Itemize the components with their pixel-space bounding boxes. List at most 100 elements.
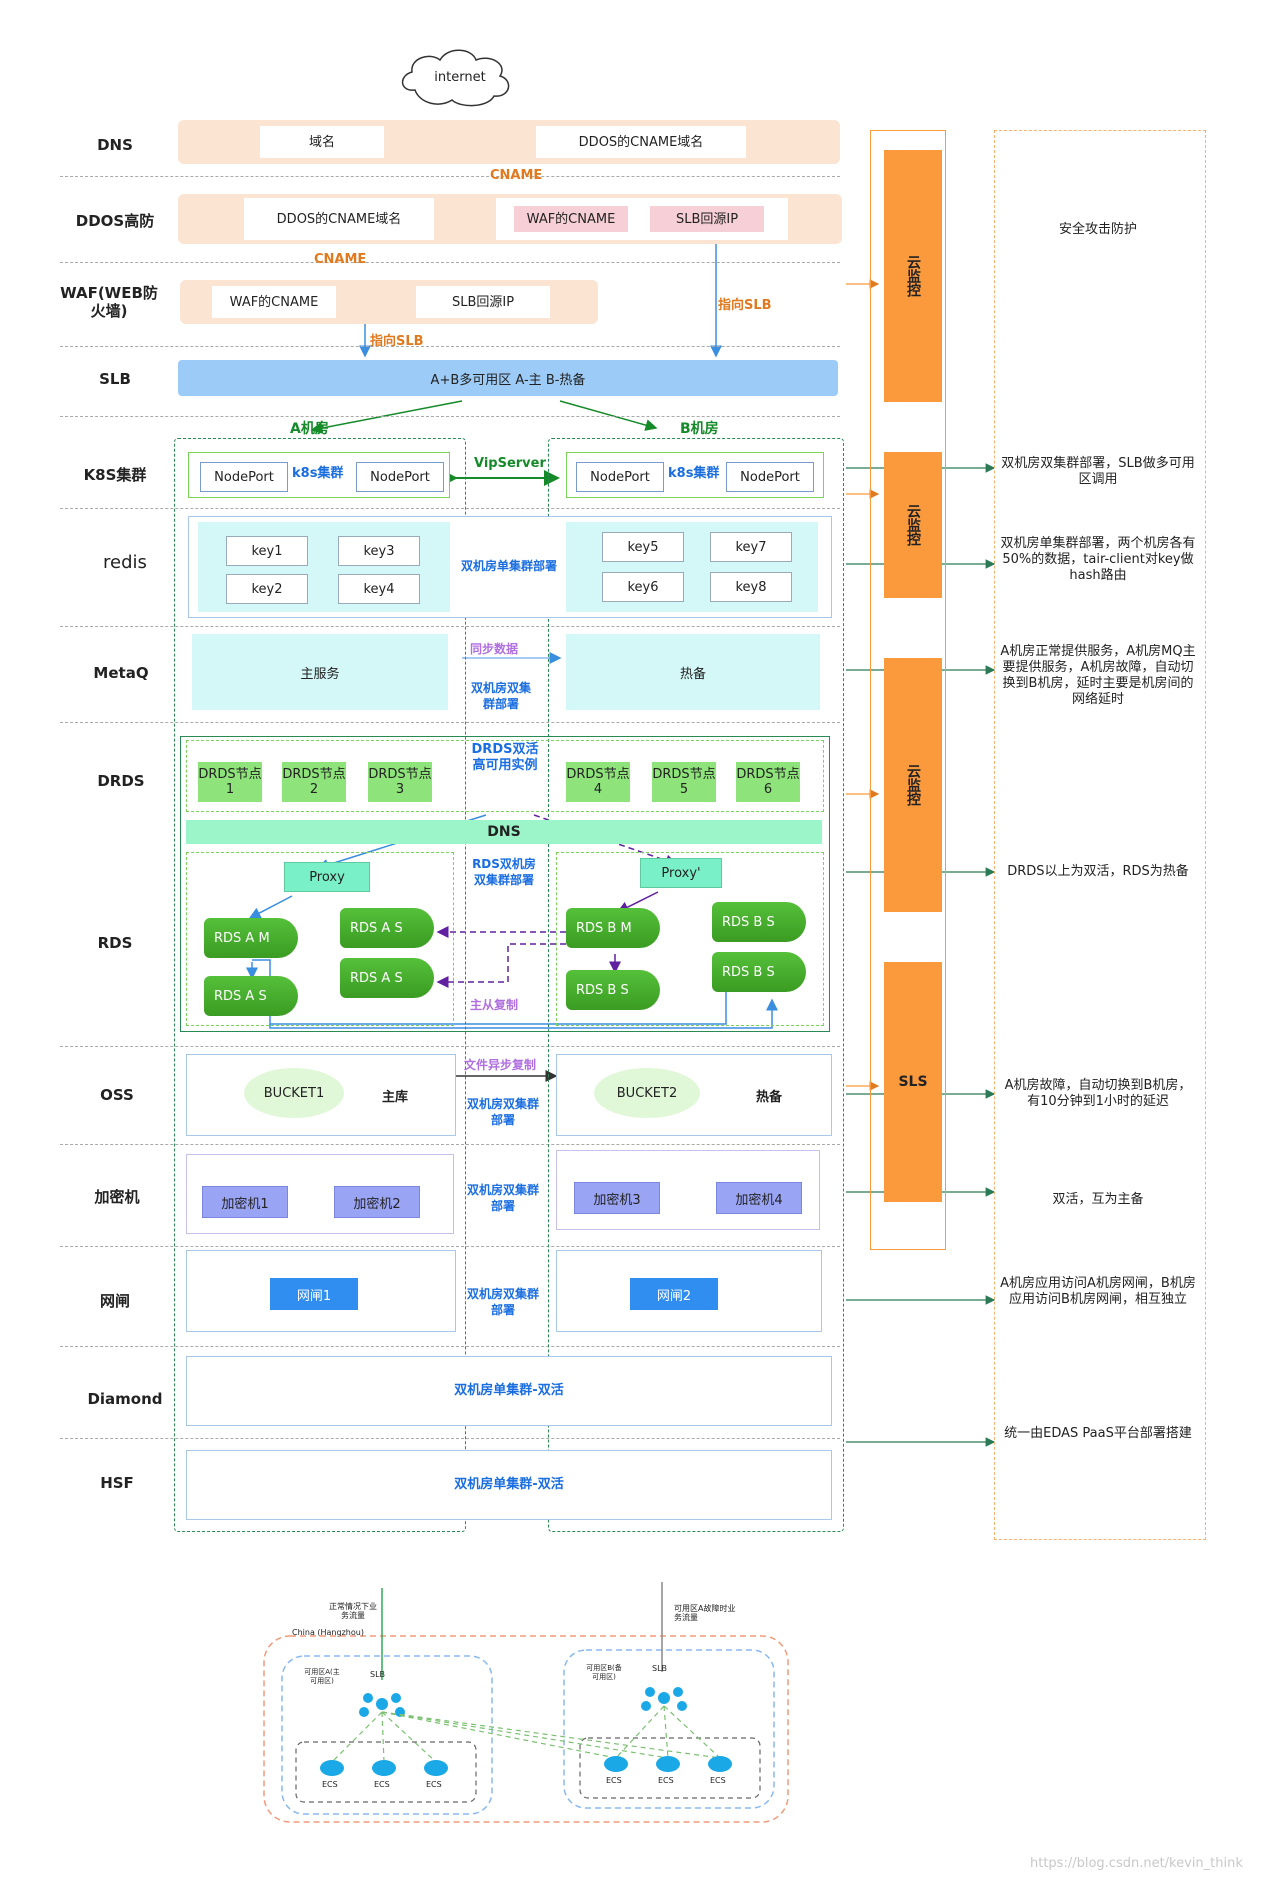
note-edas: 统一由EDAS PaaS平台部署搭建: [1004, 1426, 1192, 1441]
metaq-standby-label: 热备: [679, 666, 706, 682]
gateway-1: 网闸1: [270, 1278, 358, 1310]
redis-key: key6: [602, 572, 684, 602]
k8s-label-a: k8s集群: [292, 466, 344, 481]
bucket-2: BUCKET2: [594, 1068, 700, 1118]
note-drds: DRDS以上为双活，RDS为热备: [1007, 864, 1189, 879]
room-a-label: A机房: [290, 421, 329, 437]
redis-key: key4: [338, 574, 420, 604]
encryptor: 加密机4: [716, 1182, 802, 1214]
rds-group-b: [556, 852, 824, 1026]
separator: [60, 346, 840, 347]
normal-traffic-label: 正常情况下业务流量: [329, 1602, 377, 1620]
ecs-label: ECS: [322, 1780, 338, 1789]
drds-node: DRDS节点4: [566, 762, 630, 802]
row-label-hsf: HSF: [100, 1474, 134, 1492]
ecs-label: ECS: [606, 1776, 622, 1785]
cluster-room-a: [174, 438, 466, 1532]
cloud-monitor-1: 云监控: [884, 150, 942, 402]
jmj-box-b: [556, 1150, 820, 1230]
separator: [60, 1438, 840, 1439]
drds-title: DRDS双活高可用实例: [471, 742, 539, 773]
drds-node: DRDS节点3: [368, 762, 432, 802]
separator: [60, 416, 840, 417]
drds-node: DRDS节点6: [736, 762, 800, 802]
separator: [60, 176, 840, 177]
point-slb-label-2: 指向SLB: [370, 334, 424, 349]
rds-a-master: RDS A M: [204, 918, 298, 958]
ecs-label: ECS: [658, 1776, 674, 1785]
waf-cname-box: WAF的CNAME: [212, 286, 336, 318]
metaq-deploy-label: 双机房双集群部署: [470, 681, 531, 711]
cluster-room-b: [548, 438, 844, 1532]
ddos-slb-ip: SLB回源IP: [650, 206, 764, 232]
separator: [60, 1046, 840, 1047]
row-label-dns: DNS: [97, 136, 133, 154]
hsf-box: 双机房单集群-双活: [186, 1450, 832, 1520]
separator: [60, 1246, 840, 1247]
separator: [60, 508, 840, 509]
cloud-monitor-label: 云监控: [905, 764, 921, 806]
slb-icon-label: SLB: [370, 1670, 386, 1679]
ecs-label: ECS: [710, 1776, 726, 1785]
rds-a-slave: RDS A S: [340, 958, 434, 998]
diamond-label: 双机房单集群-双活: [454, 1383, 564, 1398]
row-label-waf: WAF(WEB防火墙): [60, 284, 158, 320]
notes-column: [994, 130, 1206, 1540]
rds-group-a: [186, 852, 454, 1026]
oss-hot-label: 热备: [756, 1090, 783, 1105]
separator: [60, 1346, 840, 1347]
point-slb-label: 指向SLB: [718, 298, 772, 313]
slb-bar: A+B多可用区 A-主 B-热备: [178, 360, 838, 396]
separator: [60, 722, 840, 723]
nodeport-a2: NodePort: [356, 462, 444, 492]
row-label-wz: 网闸: [99, 1292, 130, 1310]
row-label-rds: RDS: [97, 934, 133, 952]
sls-monitor: SLS: [884, 962, 942, 1202]
metaq-main-label: 主服务: [300, 666, 340, 682]
bucket-1: BUCKET1: [244, 1068, 344, 1118]
wz-deploy-label: 双机房双集群部署: [466, 1287, 539, 1317]
redis-key: key8: [710, 572, 792, 602]
note-redis: 双机房单集群部署，两个机房各有50%的数据，tair-client对key做ha…: [1000, 536, 1196, 583]
ecs-label: ECS: [374, 1780, 390, 1789]
redis-key: key3: [338, 536, 420, 566]
failover-traffic-label: 可用区A故障时业务流量: [674, 1604, 736, 1622]
slb-icon-label: SLB: [652, 1664, 668, 1673]
cname-label-2: CNAME: [314, 252, 367, 267]
rds-b-slave: RDS B S: [712, 952, 806, 992]
proxy-b: Proxy': [640, 858, 722, 888]
cloud-monitor-label: 云监控: [905, 504, 921, 546]
zone-b-label: 可用区B(备可用区): [586, 1664, 622, 1681]
row-label-diamond: Diamond: [87, 1390, 163, 1408]
encryptor: 加密机3: [574, 1182, 660, 1214]
jmj-deploy-label: 双机房双集群部署: [466, 1183, 539, 1213]
room-b-label: B机房: [680, 421, 719, 437]
zone-a-label: 可用区A(主可用区): [304, 1668, 340, 1685]
separator: [60, 262, 840, 263]
vipserver-label: VipServer: [474, 456, 546, 471]
row-label-oss: OSS: [100, 1086, 134, 1104]
separator: [60, 626, 840, 627]
k8s-label-b: k8s集群: [668, 466, 720, 481]
separator: [60, 1144, 840, 1145]
note-jmj: 双活，互为主备: [1052, 1192, 1144, 1207]
encryptor: 加密机1: [202, 1186, 288, 1218]
proxy-a: Proxy: [284, 862, 370, 892]
oss-main-label: 主库: [382, 1090, 409, 1105]
note-k8s: 双机房双集群部署，SLB做多可用区调用: [1001, 456, 1195, 487]
note-metaq: A机房正常提供服务，A机房MQ主要提供服务，A机房故障，自动切换到B机房，延时主…: [1000, 644, 1196, 707]
row-label-drds: DRDS: [97, 772, 145, 790]
row-label-jmj: 加密机: [94, 1188, 140, 1206]
replica-label: 主从复制: [470, 998, 519, 1012]
async-label: 文件异步复制: [464, 1058, 537, 1072]
drds-node: DRDS节点5: [652, 762, 716, 802]
sync-label: 同步数据: [470, 642, 519, 656]
rds-a-slave: RDS A S: [204, 976, 298, 1016]
metaq-main: 主服务: [192, 634, 448, 710]
cloud-monitor-2: 云监控: [884, 452, 942, 598]
nodeport-b1: NodePort: [576, 462, 664, 492]
row-label-slb: SLB: [99, 370, 131, 388]
diamond-box: 双机房单集群-双活: [186, 1356, 832, 1426]
note-wz: A机房应用访问A机房网闸，B机房应用访问B机房网闸，相互独立: [1000, 1276, 1196, 1307]
region-label: China (Hangzhou): [292, 1628, 364, 1637]
